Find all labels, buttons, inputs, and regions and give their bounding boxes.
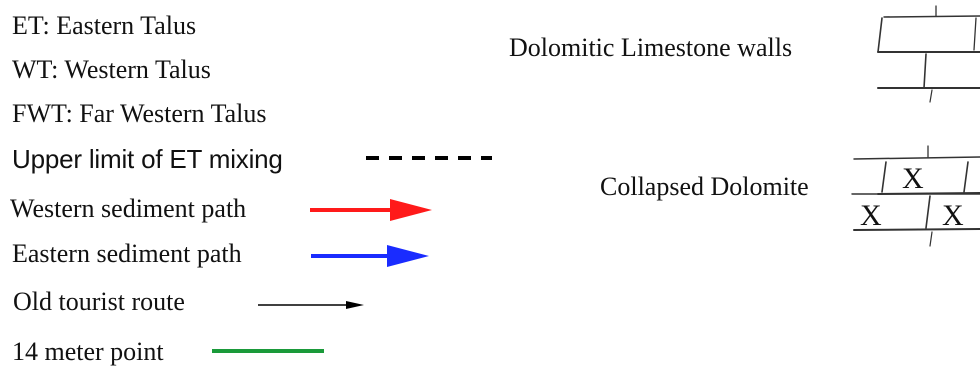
collapsed-label: Collapsed Dolomite: [600, 172, 809, 201]
legend-label-mixing: Upper limit of ET mixing: [12, 144, 283, 174]
brick-wall-icon: [877, 5, 980, 103]
legend-label-fwt: FWT: Far Western Talus: [12, 99, 267, 128]
collapse-mark-1: X: [902, 162, 924, 195]
legend-label-tourist: Old tourist route: [13, 287, 185, 316]
black-arrow-icon: [258, 301, 364, 309]
collapse-mark-3: X: [942, 199, 964, 232]
legend-label-western: Western sediment path: [10, 194, 247, 223]
legend-label-14m: 14 meter point: [12, 337, 164, 366]
red-arrow-icon: [310, 199, 432, 221]
collapsed-brick-icon: X X X: [851, 145, 980, 247]
walls-label: Dolomitic Limestone walls: [509, 33, 793, 62]
blue-arrow-icon: [311, 245, 429, 267]
legend-label-wt: WT: Western Talus: [12, 55, 211, 84]
legend-label-eastern: Eastern sediment path: [12, 239, 242, 268]
collapse-mark-2: X: [860, 199, 882, 232]
dashed-line-icon: [366, 156, 492, 160]
legend-label-et: ET: Eastern Talus: [12, 11, 197, 40]
green-line-icon: [212, 349, 324, 353]
